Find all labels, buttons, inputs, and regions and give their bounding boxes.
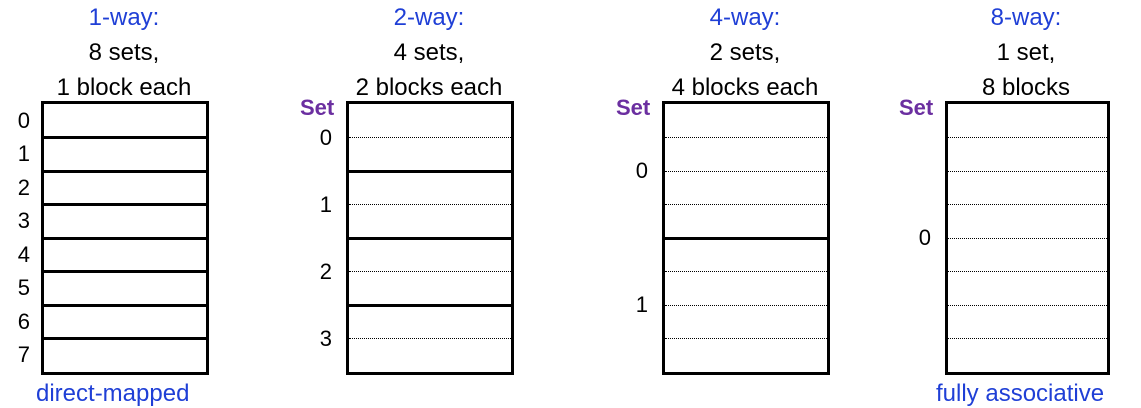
fully-associative-label: fully associative [936, 380, 1105, 407]
block-boundary [948, 304, 1107, 306]
set-index-label: 1 [319, 191, 332, 217]
set-boundary [665, 236, 827, 240]
set-index-label: 1 [635, 292, 648, 317]
panel-8way-header: 8-way: 1 set, 8 blocks [946, 0, 1106, 105]
set-index-label: 1 [17, 141, 30, 167]
set-boundary [349, 303, 511, 307]
block-boundary [349, 204, 511, 205]
set-boundary [44, 270, 206, 273]
block-boundary [349, 271, 511, 272]
set-boundary [44, 303, 206, 307]
block-boundary [948, 204, 1107, 205]
sets-count: 4 sets, [393, 39, 465, 66]
set-header: Set [616, 95, 651, 120]
set-index-label: 5 [17, 275, 30, 301]
cache-diagram-8way [945, 101, 1110, 375]
blocks-per-set: 4 blocks each [671, 74, 819, 101]
set-index-label: 0 [918, 225, 931, 250]
block-boundary [665, 304, 827, 306]
blocks-per-set: 2 blocks each [355, 74, 503, 101]
set-boundary [349, 169, 511, 173]
set-index-label: 3 [319, 325, 332, 351]
set-index-label: 3 [17, 208, 30, 234]
block-boundary [948, 271, 1107, 272]
panel-2way-header: 2-way: 4 sets, 2 blocks each [349, 0, 509, 105]
block-boundary [665, 204, 827, 205]
set-index-label: 0 [17, 107, 30, 133]
block-boundary [665, 338, 827, 339]
block-boundary [665, 271, 827, 272]
set-index-label: 7 [17, 342, 30, 368]
way-title: 8-way: [990, 4, 1062, 31]
panel-4way-header: 4-way: 2 sets, 4 blocks each [665, 0, 825, 105]
way-title: 1-way: [88, 4, 160, 31]
block-boundary [948, 170, 1107, 172]
blocks-per-set: 1 block each [56, 74, 192, 101]
panel-1way-header: 1-way: 8 sets, 1 block each [44, 0, 204, 105]
set-boundary [44, 203, 206, 206]
sets-count: 1 set, [996, 39, 1056, 66]
set-index-label: 4 [17, 241, 30, 267]
block-boundary [665, 170, 827, 172]
block-boundary [948, 338, 1107, 339]
set-index-label: 2 [319, 258, 332, 284]
block-boundary [349, 137, 511, 138]
set-index-label: 2 [17, 174, 30, 200]
cache-diagram-2way [346, 101, 514, 375]
way-title: 2-way: [393, 4, 465, 31]
set-boundary [44, 337, 206, 340]
block-boundary [665, 137, 827, 138]
blocks-per-set: 8 blocks [981, 74, 1071, 101]
set-index-label: 0 [319, 124, 332, 150]
block-boundary [349, 338, 511, 339]
set-index-label: 0 [635, 158, 648, 183]
block-boundary [948, 237, 1107, 239]
set-index-label: 6 [17, 308, 30, 334]
way-title: 4-way: [709, 4, 781, 31]
set-boundary [349, 236, 511, 240]
set-boundary [44, 236, 206, 240]
cache-diagram-1way [41, 101, 209, 375]
direct-mapped-label: direct-mapped [36, 380, 190, 407]
sets-count: 8 sets, [88, 39, 160, 66]
sets-count: 2 sets, [709, 39, 781, 66]
set-header: Set [899, 95, 934, 120]
set-boundary [44, 169, 206, 173]
block-boundary [948, 137, 1107, 138]
cache-diagram-4way [662, 101, 830, 375]
set-boundary [44, 136, 206, 139]
set-header: Set [300, 95, 335, 120]
